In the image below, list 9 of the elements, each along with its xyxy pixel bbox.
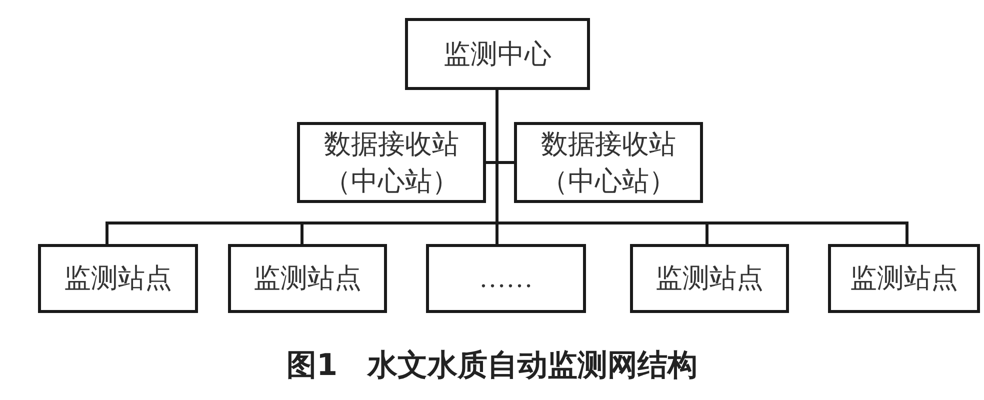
site-box: 监测站点 — [228, 244, 387, 313]
figure-caption: 图1 水文水质自动监测网结构 — [286, 347, 698, 385]
site-box: 监测站点 — [38, 244, 198, 313]
station-box: 数据接收站（中心站） — [514, 122, 703, 203]
site-box: 监测站点 — [828, 244, 980, 313]
site-box: …… — [426, 244, 586, 313]
station-box: 数据接收站（中心站） — [297, 122, 486, 203]
site-box: 监测站点 — [630, 244, 789, 313]
center-box: 监测中心 — [405, 18, 590, 90]
